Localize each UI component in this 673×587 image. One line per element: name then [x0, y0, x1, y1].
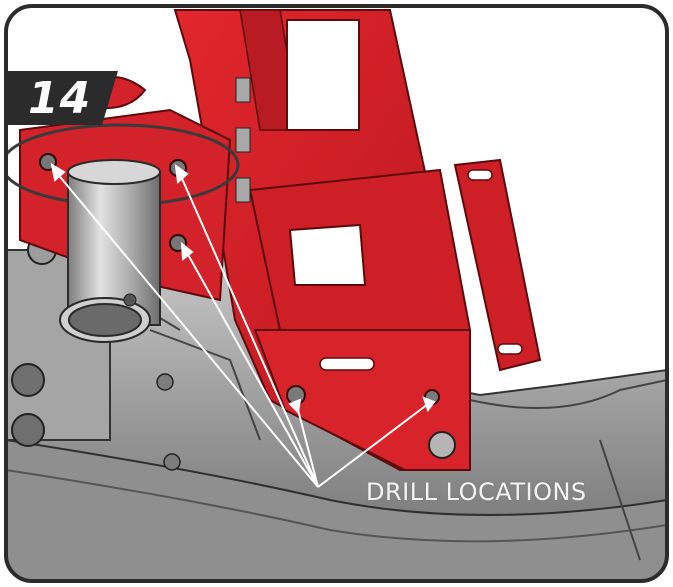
step-badge: [6, 71, 118, 125]
shock-tube: [59, 159, 161, 343]
shock-mount-bracket: [173, 9, 472, 471]
callout-arrows: [50, 163, 436, 488]
frame-border: [4, 4, 669, 583]
side-tab: [453, 158, 542, 372]
